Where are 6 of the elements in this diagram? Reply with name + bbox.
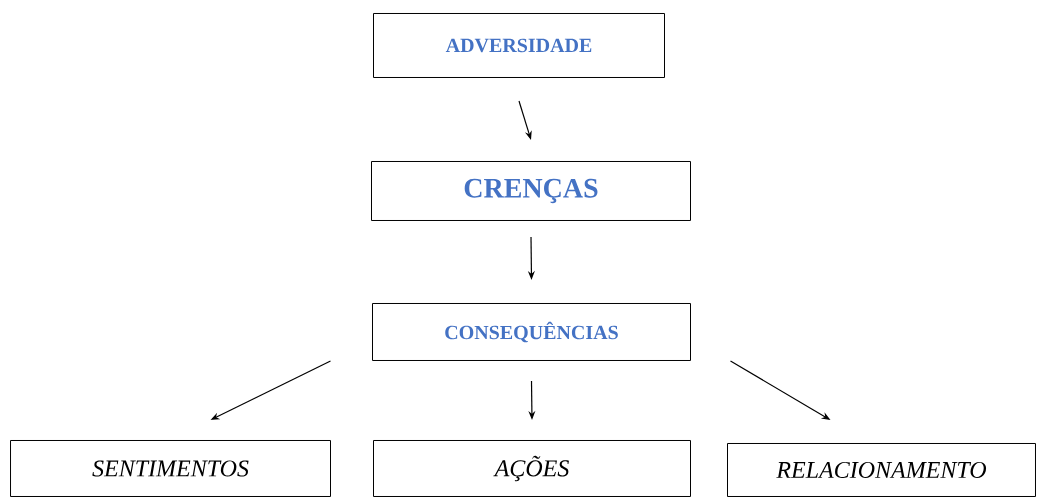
text-box: AÇÕES	[373, 440, 691, 497]
text-box: CONSEQUÊNCIAS	[372, 303, 691, 361]
text-box: SENTIMENTOS	[10, 440, 331, 497]
text-box: RELACIONAMENTO	[727, 443, 1036, 497]
text-box: ADVERSIDADE	[373, 13, 665, 78]
text-box: CRENÇAS	[371, 161, 691, 221]
